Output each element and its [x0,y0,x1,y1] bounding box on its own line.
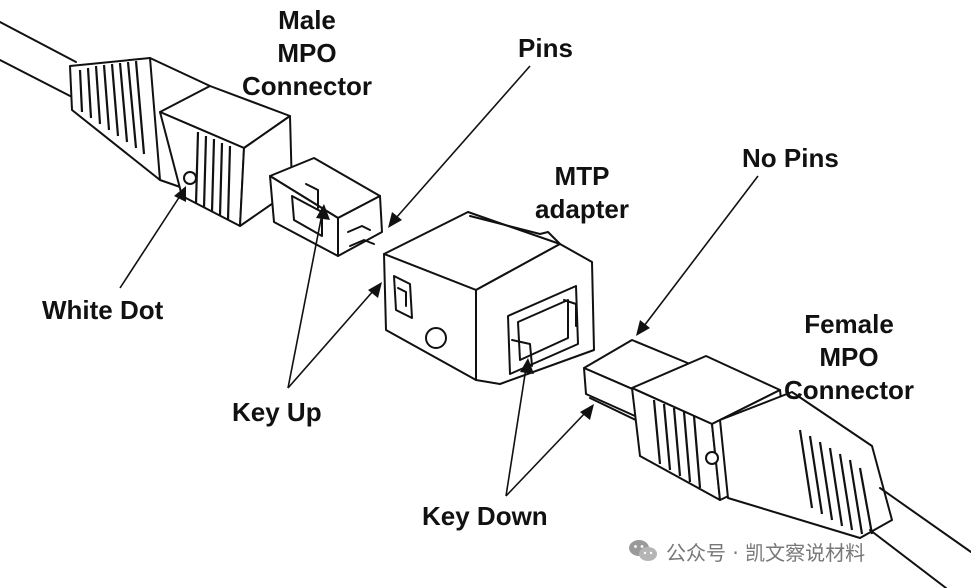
watermark-text: 公众号 · 凯文察说材料 [666,540,866,565]
label-mtp-adapter: MTP adapter [535,161,629,224]
label-pins: Pins [518,33,573,63]
white-dot-mark [183,171,197,185]
male-mpo-connector [0,21,383,257]
adapter-right-port [507,285,579,375]
male-ferrule [269,157,383,257]
callout-leaders [119,65,759,497]
label-male-mpo-connector: Male MPO Connector [242,5,372,101]
label-key-down: Key Down [422,501,548,531]
male-cable [0,21,77,99]
adapter-left-port [393,275,413,319]
female-mpo-connector [583,339,971,588]
label-key-up: Key Up [232,397,322,427]
label-female-mpo-connector: Female MPO Connector [784,309,914,405]
guide-pins [347,225,375,247]
wechat-icon [629,540,657,561]
male-housing [159,85,293,227]
female-boot [719,391,893,539]
label-white-dot: White Dot [42,295,164,325]
label-no-pins: No Pins [742,143,839,173]
mtp-adapter [383,211,595,385]
adapter-mount-hole [425,327,447,349]
female-cable [869,487,971,588]
watermark: 公众号 · 凯文察说材料 [628,534,865,568]
